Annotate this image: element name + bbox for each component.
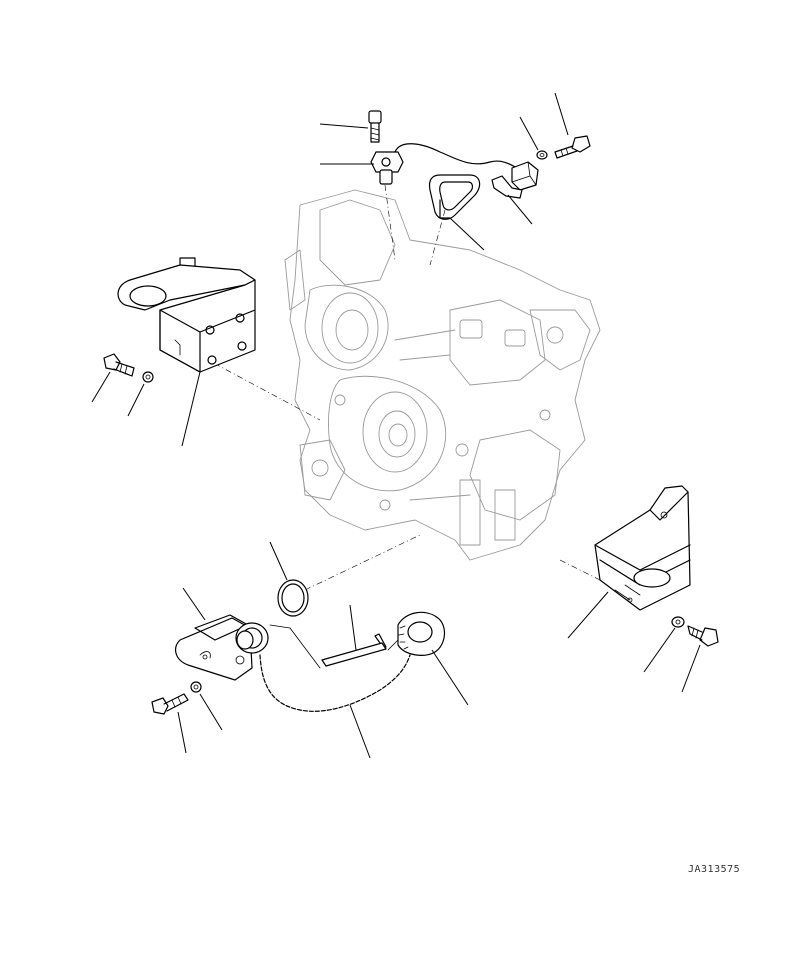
dipstick [321, 633, 387, 667]
harness-connector [511, 161, 539, 191]
right-mount-washer [671, 616, 685, 628]
filler-neck-ring [235, 622, 269, 654]
filler-chain [259, 654, 411, 712]
transmission-housing [284, 189, 601, 561]
drawing-id-code: JA313575 [688, 864, 741, 875]
right-mount-bolt [687, 625, 719, 647]
clip-washer [536, 150, 548, 160]
leader-lines [91, 92, 701, 759]
filler-cap [397, 611, 445, 656]
speed-sensor [370, 151, 404, 185]
filler-bolt [151, 693, 189, 715]
right-mount-bracket [594, 485, 691, 611]
harness-clip [491, 175, 523, 199]
alignment-centerlines [179, 184, 601, 591]
wire-harness [394, 143, 526, 220]
o-ring [277, 579, 309, 617]
sensor-bolt [368, 110, 382, 143]
clip-bolt [554, 135, 591, 159]
filler-washer [190, 681, 202, 693]
left-mount-washer [142, 371, 154, 383]
left-mount-bolt [103, 353, 135, 377]
left-mount-bracket [117, 257, 256, 373]
